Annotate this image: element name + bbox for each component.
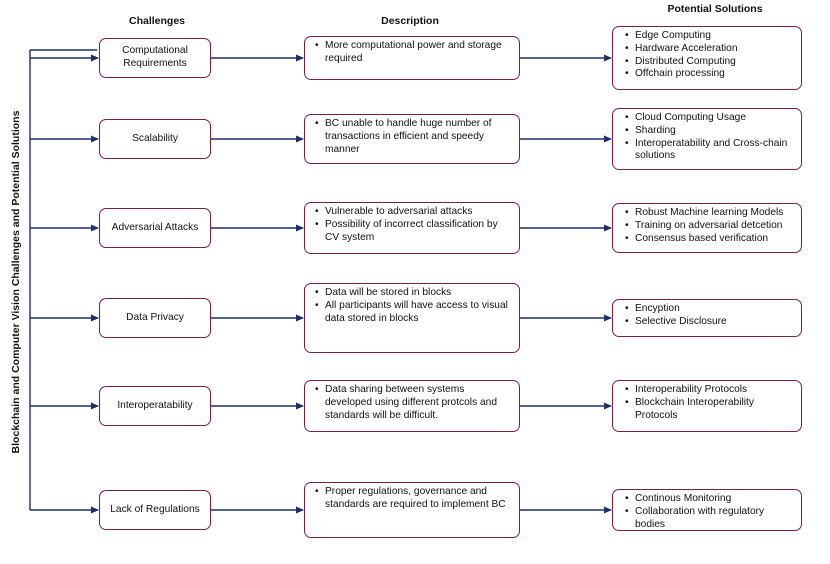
- header-challenges: Challenges: [128, 15, 186, 27]
- solution-item: Robust Machine learning Models: [623, 207, 795, 220]
- description-box-scalability: BC unable to handle huge number of trans…: [304, 114, 520, 164]
- description-item: Data will be stored in blocks: [313, 287, 511, 300]
- solution-list: Robust Machine learning ModelsTraining o…: [623, 207, 795, 245]
- solutions-box-lack-of-regulations: Continous MonitoringCollaboration with r…: [612, 489, 802, 531]
- description-item: Data sharing between systems developed u…: [313, 384, 511, 422]
- description-list: Data sharing between systems developed u…: [313, 384, 511, 422]
- description-item: Possibility of incorrect classification …: [313, 219, 511, 245]
- solution-item: Sharding: [623, 125, 795, 138]
- header-solutions: Potential Solutions: [667, 3, 763, 15]
- challenge-box-data-privacy: Data Privacy: [99, 298, 211, 338]
- description-list: More computational power and storage req…: [313, 40, 511, 66]
- solutions-box-data-privacy: EncyptionSelective Disclosure: [612, 299, 802, 337]
- challenge-box-adversarial-attacks: Adversarial Attacks: [99, 208, 211, 248]
- description-box-lack-of-regulations: Proper regulations, governance and stand…: [304, 482, 520, 538]
- header-description: Description: [381, 15, 439, 27]
- solutions-box-adversarial-attacks: Robust Machine learning ModelsTraining o…: [612, 203, 802, 253]
- solution-item: Interoperability Protocols: [623, 384, 795, 397]
- solution-list: EncyptionSelective Disclosure: [623, 303, 795, 329]
- solution-item: Distributed Computing: [623, 56, 795, 69]
- description-list: BC unable to handle huge number of trans…: [313, 118, 511, 156]
- solution-item: Offchain processing: [623, 68, 795, 81]
- description-list: Vulnerable to adversarial attacksPossibi…: [313, 206, 511, 244]
- description-box-computational-requirements: More computational power and storage req…: [304, 36, 520, 80]
- solution-item: Selective Disclosure: [623, 316, 795, 329]
- solution-item: Training on adversarial detcetion: [623, 220, 795, 233]
- solution-item: Blockchain Interoperability Protocols: [623, 397, 795, 423]
- challenge-box-computational-requirements: Computational Requirements: [99, 38, 211, 78]
- solution-item: Edge Computing: [623, 30, 795, 43]
- description-item: Vulnerable to adversarial attacks: [313, 206, 511, 219]
- solution-item: Hardware Acceleration: [623, 43, 795, 56]
- diagram-side-title: Blockchain and Computer Vision Challenge…: [10, 110, 22, 454]
- solution-list: Cloud Computing UsageShardingInteroperat…: [623, 112, 795, 163]
- description-item: Proper regulations, governance and stand…: [313, 486, 511, 512]
- solution-item: Interoperatability and Cross-chain solut…: [623, 138, 795, 164]
- solution-item: Encyption: [623, 303, 795, 316]
- solutions-box-interoperatability: Interoperability ProtocolsBlockchain Int…: [612, 380, 802, 432]
- solution-item: Cloud Computing Usage: [623, 112, 795, 125]
- solution-list: Continous MonitoringCollaboration with r…: [623, 493, 795, 531]
- solution-item: Consensus based verification: [623, 233, 795, 246]
- solution-list: Edge ComputingHardware AccelerationDistr…: [623, 30, 795, 81]
- solution-list: Interoperability ProtocolsBlockchain Int…: [623, 384, 795, 422]
- description-item: BC unable to handle huge number of trans…: [313, 118, 511, 156]
- solution-item: Collaboration with regulatory bodies: [623, 506, 795, 532]
- description-box-adversarial-attacks: Vulnerable to adversarial attacksPossibi…: [304, 202, 520, 254]
- description-item: All participants will have access to vis…: [313, 300, 511, 326]
- description-box-interoperatability: Data sharing between systems developed u…: [304, 380, 520, 432]
- description-box-data-privacy: Data will be stored in blocksAll partici…: [304, 283, 520, 353]
- description-list: Proper regulations, governance and stand…: [313, 486, 511, 512]
- challenge-box-interoperatability: Interoperatability: [99, 386, 211, 426]
- challenge-box-scalability: Scalability: [99, 119, 211, 159]
- solution-item: Continous Monitoring: [623, 493, 795, 506]
- description-item: More computational power and storage req…: [313, 40, 511, 66]
- solutions-box-scalability: Cloud Computing UsageShardingInteroperat…: [612, 108, 802, 170]
- solutions-box-computational-requirements: Edge ComputingHardware AccelerationDistr…: [612, 26, 802, 90]
- description-list: Data will be stored in blocksAll partici…: [313, 287, 511, 325]
- challenge-box-lack-of-regulations: Lack of Regulations: [99, 490, 211, 530]
